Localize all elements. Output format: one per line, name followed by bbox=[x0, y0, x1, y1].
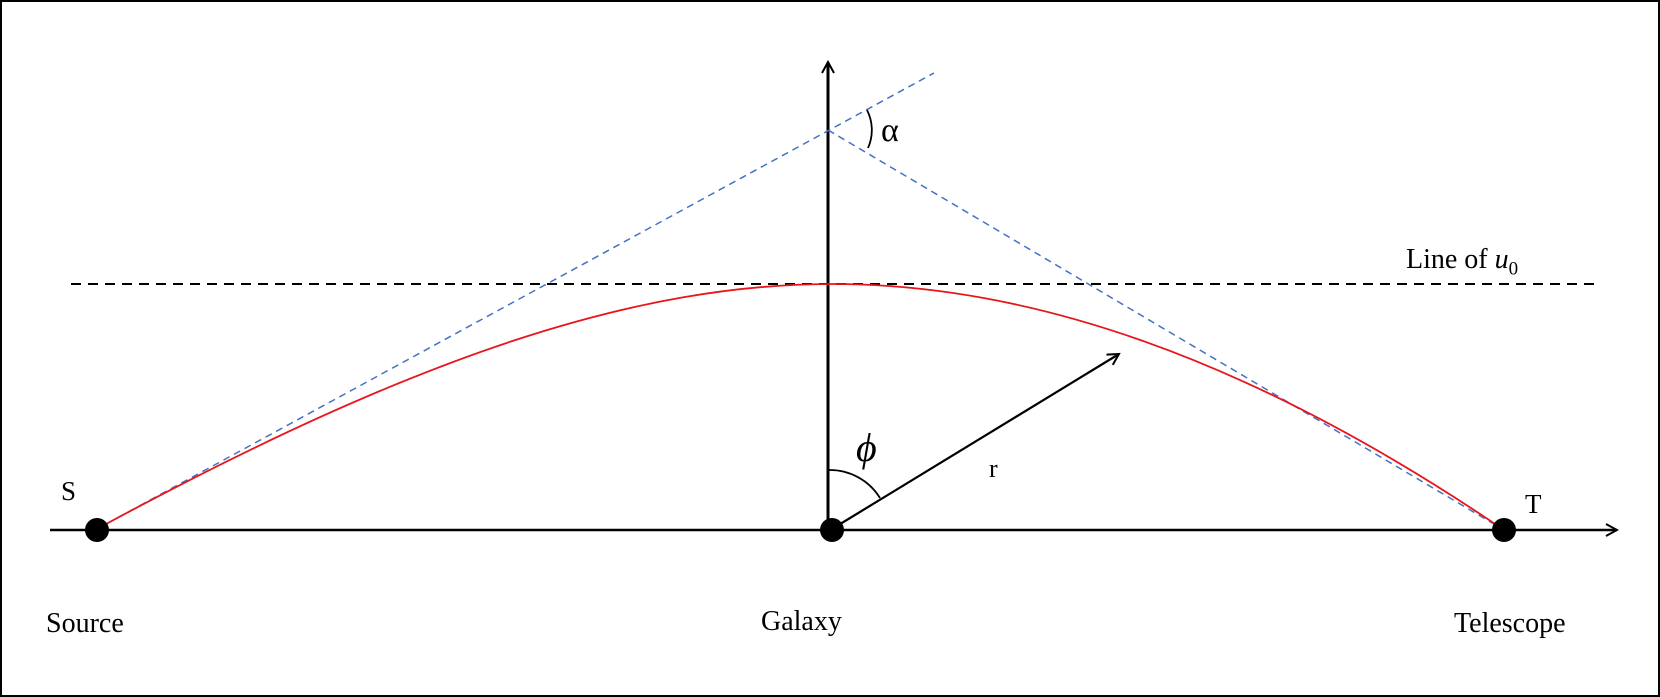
label-line-of-prefix: Line of bbox=[1406, 244, 1495, 275]
telescope-dot bbox=[1492, 518, 1516, 542]
alpha-arc bbox=[866, 109, 873, 149]
asymptote-telescope bbox=[827, 129, 1505, 531]
label-u-subscript: 0 bbox=[1508, 258, 1519, 280]
label-r: r bbox=[989, 454, 998, 483]
galaxy-dot bbox=[820, 518, 844, 542]
label-galaxy: Galaxy bbox=[761, 606, 842, 637]
source-dot bbox=[85, 518, 109, 542]
label-t: T bbox=[1525, 489, 1542, 519]
label-u: u bbox=[1494, 244, 1509, 275]
label-source: Source bbox=[46, 608, 124, 639]
radius-vector bbox=[831, 354, 1119, 530]
label-telescope: Telescope bbox=[1454, 608, 1566, 639]
label-line-of-u0: Line of u0 bbox=[1406, 244, 1518, 281]
asymptote-source bbox=[96, 72, 935, 530]
label-phi: ϕ bbox=[856, 425, 877, 470]
phi-arc bbox=[827, 469, 881, 499]
label-alpha: α bbox=[881, 112, 899, 149]
light-path-curve bbox=[96, 283, 1505, 531]
label-s: S bbox=[61, 476, 77, 506]
